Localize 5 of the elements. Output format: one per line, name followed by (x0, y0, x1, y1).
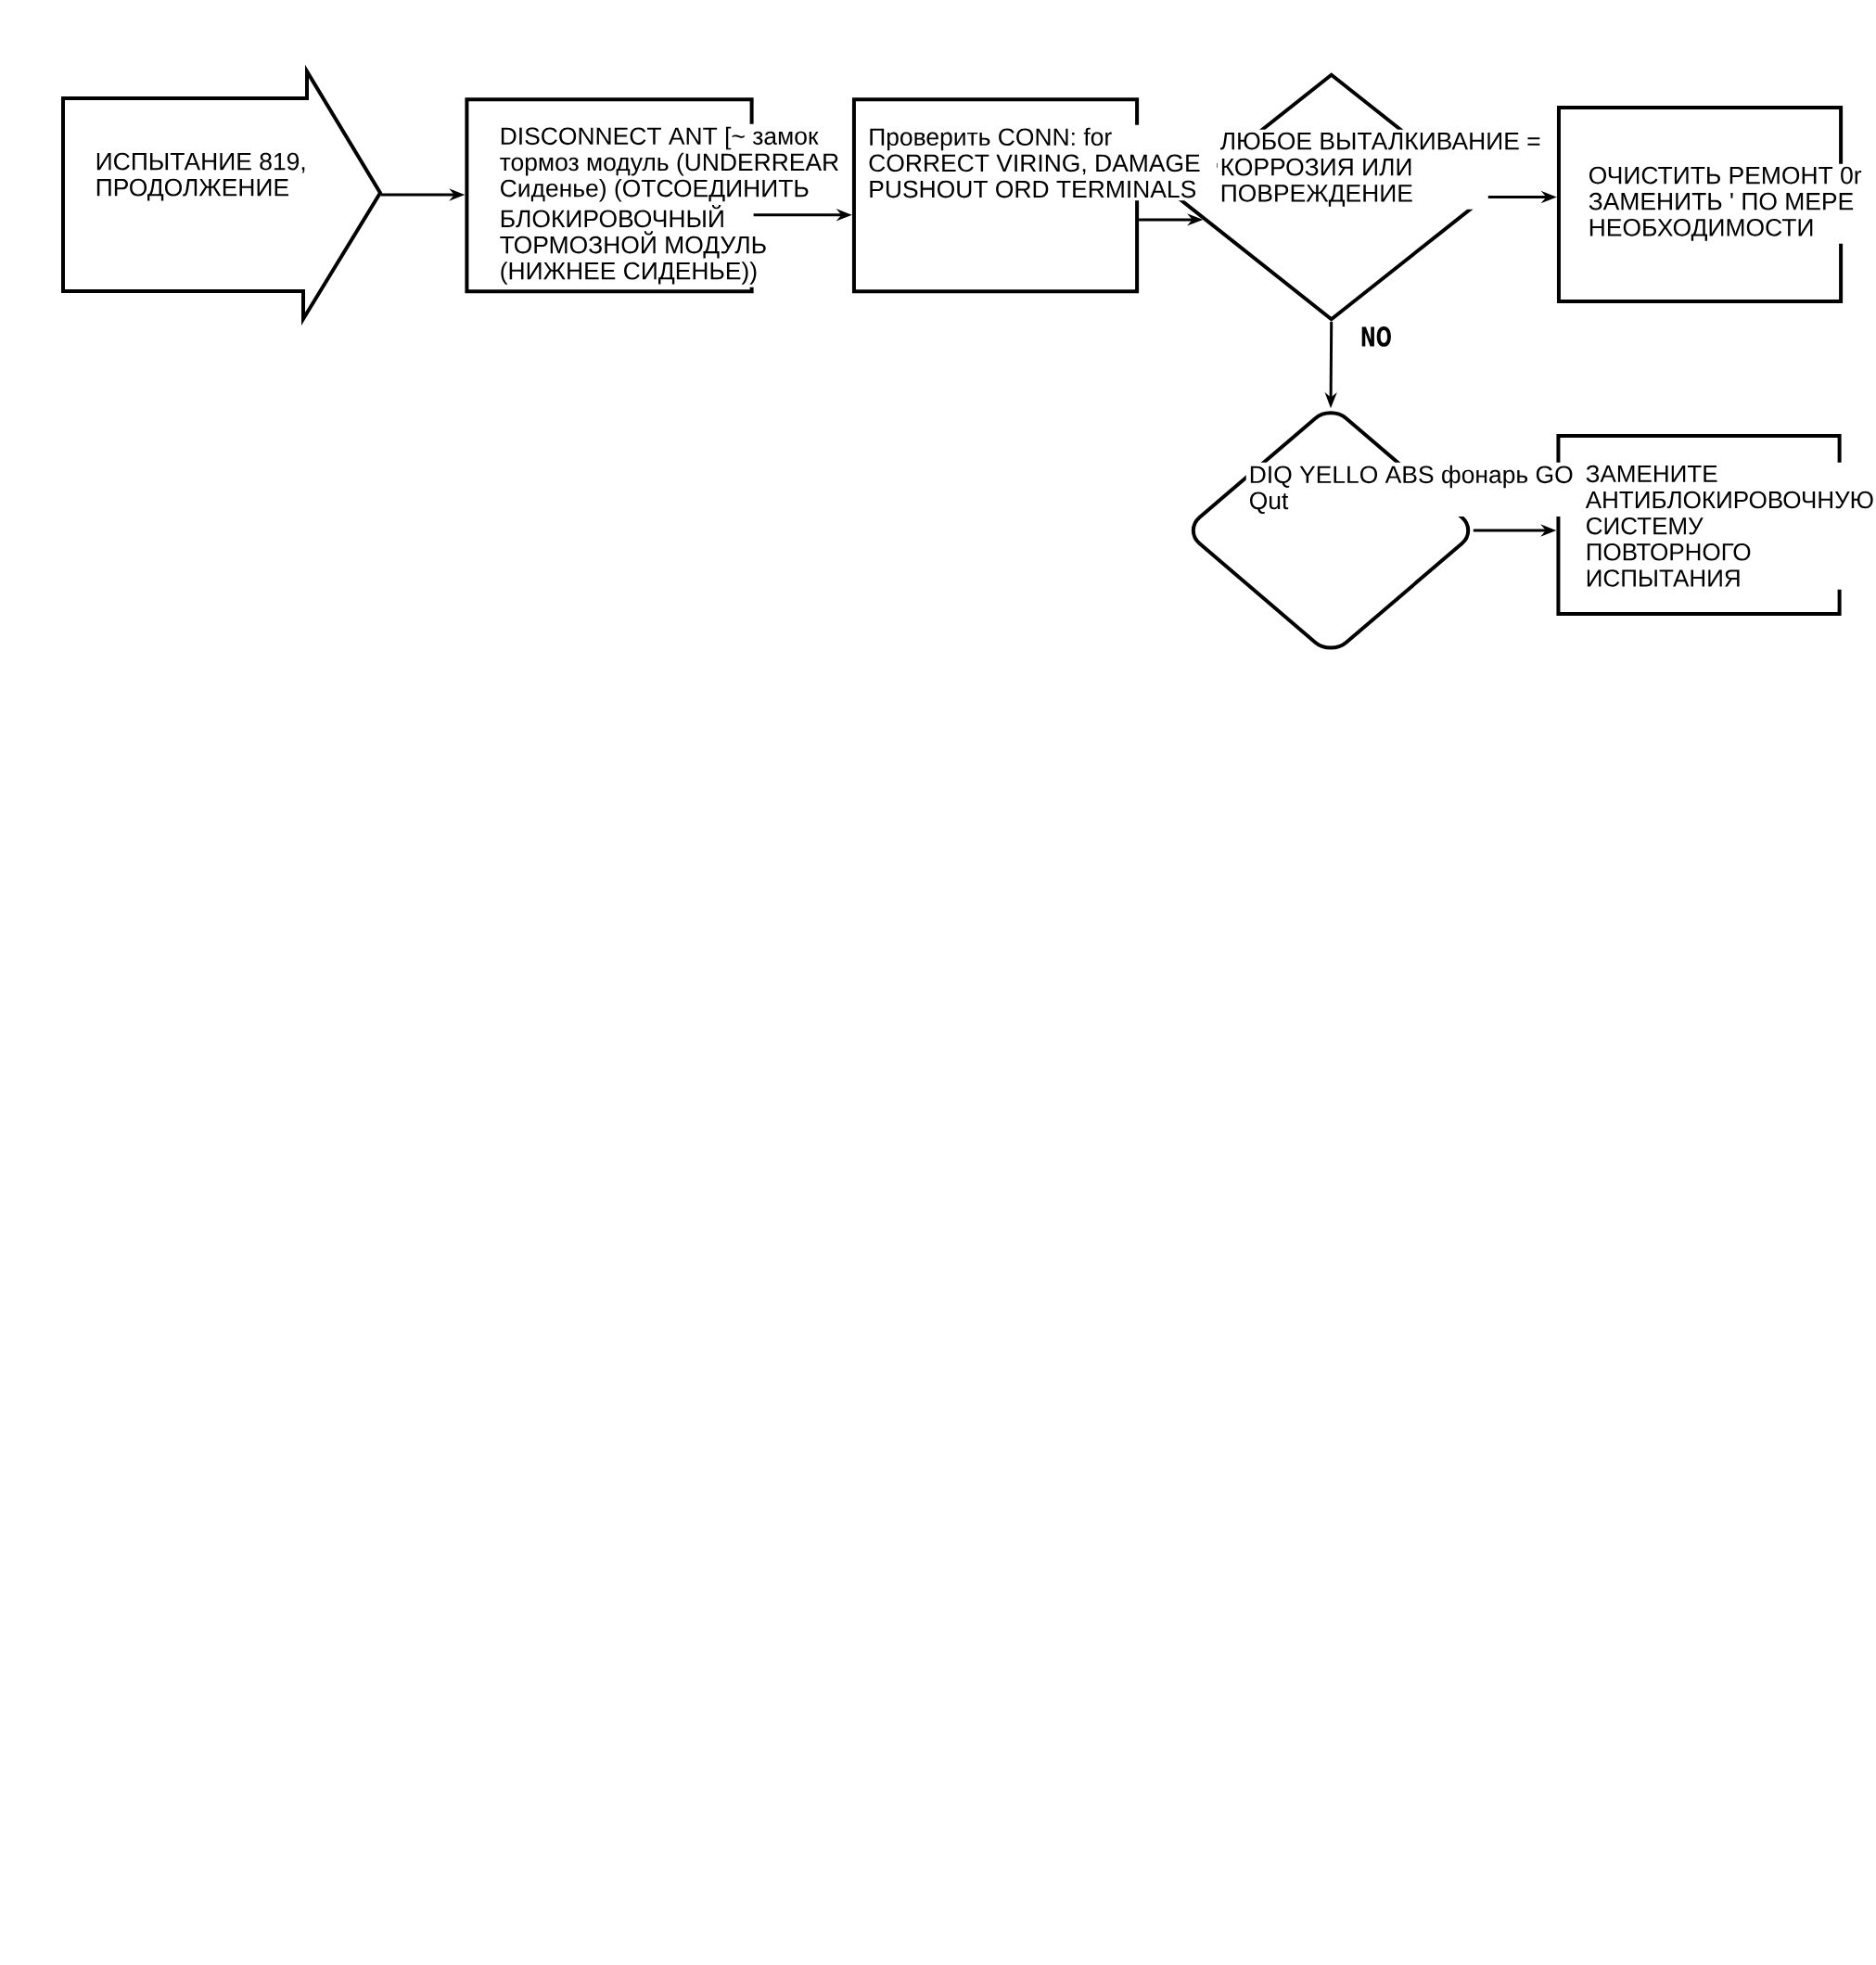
process-box: Проверить CONN: for CORRECT VIRING, DAMAGE PUSHOUT ORD TERMINALS (851, 97, 1218, 294)
node-label: DISCONNECT ANT [~ замок тормоз модуль (UNDERREAR Сиденье) (ОТСОЕДИНИТЬ БЛОКИРОВОЧНЫЙ ТОРМОЗНОЙ МОДУЛЬ (НИЖНЕЕ СИДЕНЬЕ)) (500, 126, 838, 285)
process-box: DISCONNECT ANT [~ замок тормоз модуль (UNDERREAR Сиденье) (ОТСОЕДИНИТЬ БЛОКИРОВОЧНЫЙ ТОРМОЗНОЙ МОДУЛЬ (НИЖНЕЕ СИДЕНЬЕ)) (465, 97, 856, 294)
process-box: ОЧИСТИТЬ РЕМОНТ 0r ЗАМЕНИТЬ ' ПО МЕРЕ НЕОБХОДИМОСТИ (1556, 105, 1876, 304)
edge-label: NO (1357, 323, 1396, 351)
